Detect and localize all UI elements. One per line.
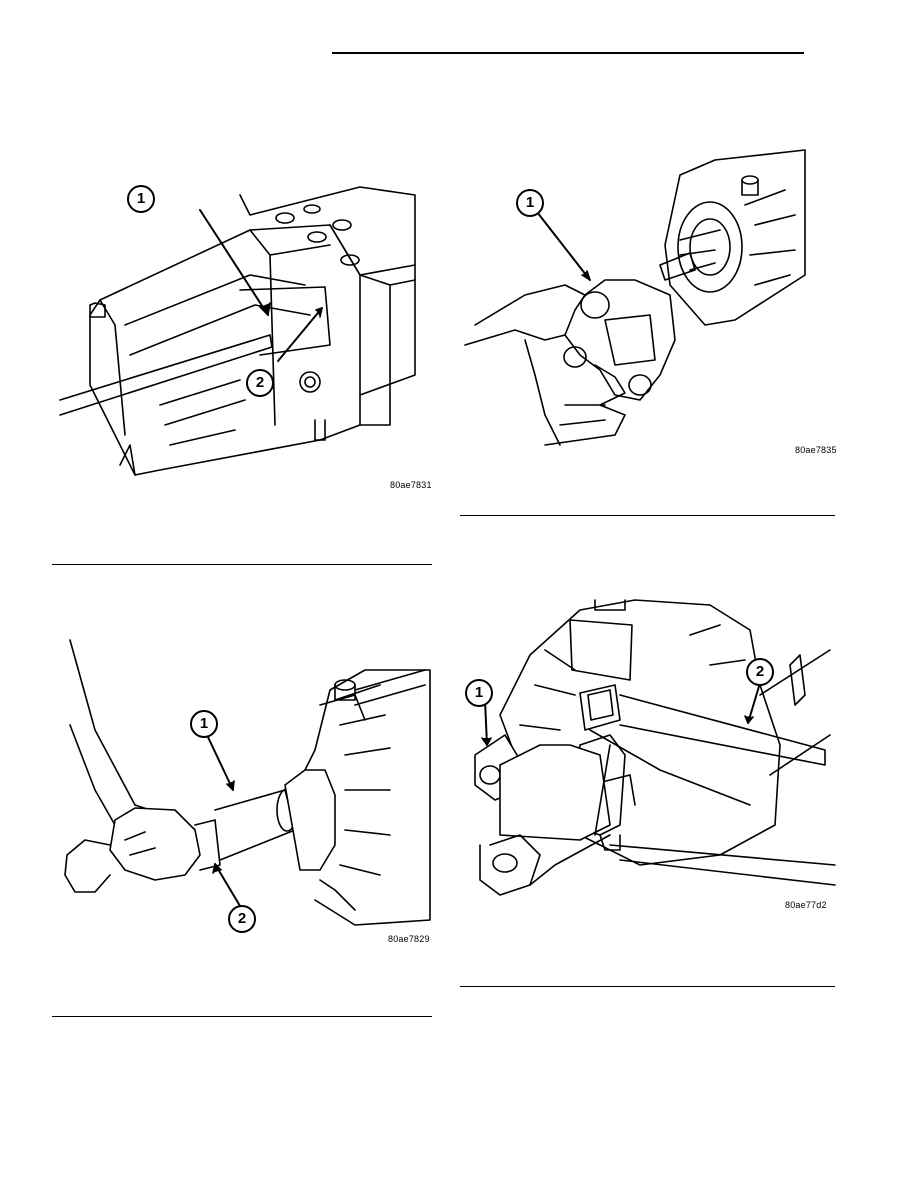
figure-4-code: 80ae77d2 (785, 900, 827, 910)
figure-1-callout-2: 2 (246, 369, 274, 397)
figure-4: 1 2 80ae77d2 (460, 595, 836, 920)
figure-4-rule (460, 986, 835, 987)
figure-3-code: 80ae7829 (388, 934, 430, 944)
figure-1-code: 80ae7831 (390, 480, 432, 490)
figure-4-callout-1: 1 (465, 679, 493, 707)
figure-3: 1 2 80ae7829 (55, 630, 431, 945)
figure-3-drawing (64, 639, 431, 926)
figure-4-callout-2: 2 (746, 658, 774, 686)
figure-1-drawing (59, 186, 416, 476)
figure-2: 1 80ae7835 (464, 145, 837, 460)
figure-2-code: 80ae7835 (795, 445, 837, 455)
figure-3-callout-2: 2 (228, 905, 256, 933)
figure-1: 1 2 80ae7831 (59, 175, 431, 490)
figure-3-rule (52, 1016, 432, 1017)
header-rule (332, 52, 804, 54)
figure-2-rule (460, 515, 835, 516)
figure-4-drawing (474, 599, 836, 896)
figure-2-callout-1: 1 (516, 189, 544, 217)
figure-3-callout-1: 1 (190, 710, 218, 738)
figure-1-callout-1: 1 (127, 185, 155, 213)
figure-1-rule (52, 564, 432, 565)
figure-2-drawing (464, 149, 806, 446)
